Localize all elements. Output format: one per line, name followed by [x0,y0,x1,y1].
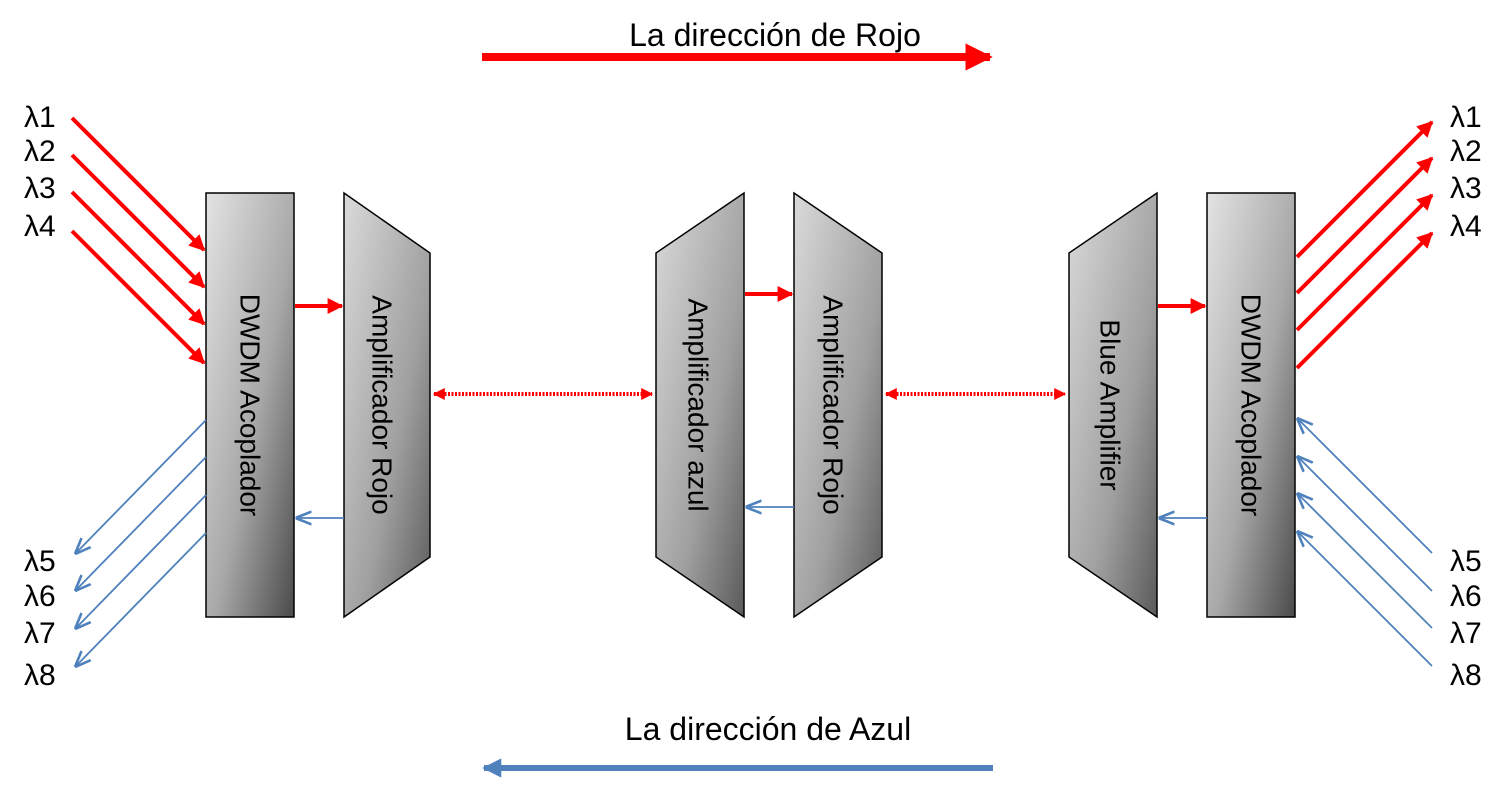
left-output-arrow-8 [76,532,207,666]
right-output-label-4: λ4 [1450,210,1482,243]
mid-blue-amplifier-label: Amplificador azul [683,298,714,511]
left-output-label-8: λ8 [24,659,56,692]
left-coupler-block [205,192,295,618]
right-coupler-block [1206,192,1296,618]
left-input-label-1: λ1 [24,101,56,134]
right-input-arrow-8 [1298,532,1433,667]
left-amplifier-label: Amplificador Rojo [367,295,398,514]
left-input-arrow-1 [70,116,206,252]
right-output-label-3: λ3 [1450,172,1482,205]
right-output-arrow-1 [1295,120,1434,259]
left-output-arrow-7 [76,494,207,628]
left-output-arrow-6 [76,456,207,590]
right-input-arrow-7 [1298,494,1433,629]
left-input-label-4: λ4 [24,210,56,243]
left-input-arrow-3 [70,190,206,326]
right-amplifier-label: Blue Amplifier [1095,319,1126,490]
right-coupler-label: DWDM Acoplador [1236,294,1267,517]
right-input-arrow-6 [1298,457,1433,592]
left-output-label-6: λ6 [24,580,56,613]
right-input-label-8: λ8 [1450,659,1482,692]
left-coupler-label: DWDM Acoplador [235,294,266,517]
right-output-arrow-3 [1295,193,1434,332]
left-output-label-5: λ5 [24,545,56,578]
left-input-arrow-4 [70,229,206,365]
mid-red-amplifier-block [793,191,883,619]
right-input-label-7: λ7 [1450,617,1482,650]
left-output-label-7: λ7 [24,617,56,650]
left-input-label-2: λ2 [24,135,56,168]
left-input-arrow-2 [70,153,206,289]
mid-red-amplifier-label: Amplificador Rojo [818,295,849,514]
right-input-arrow-5 [1298,419,1433,554]
mid-blue-amplifier-block [655,191,745,619]
right-output-label-1: λ1 [1450,101,1482,134]
left-input-label-3: λ3 [24,172,56,205]
title-blue-direction: La dirección de Azul [625,711,911,747]
right-output-label-2: λ2 [1450,135,1482,168]
right-input-label-5: λ5 [1450,545,1482,578]
right-input-label-6: λ6 [1450,580,1482,613]
title-red-direction: La dirección de Rojo [629,17,921,53]
right-output-arrow-4 [1295,231,1434,370]
right-amplifier-block [1068,191,1158,619]
right-output-arrow-2 [1295,156,1434,295]
left-amplifier-block [343,191,431,619]
left-output-arrow-5 [76,419,207,553]
